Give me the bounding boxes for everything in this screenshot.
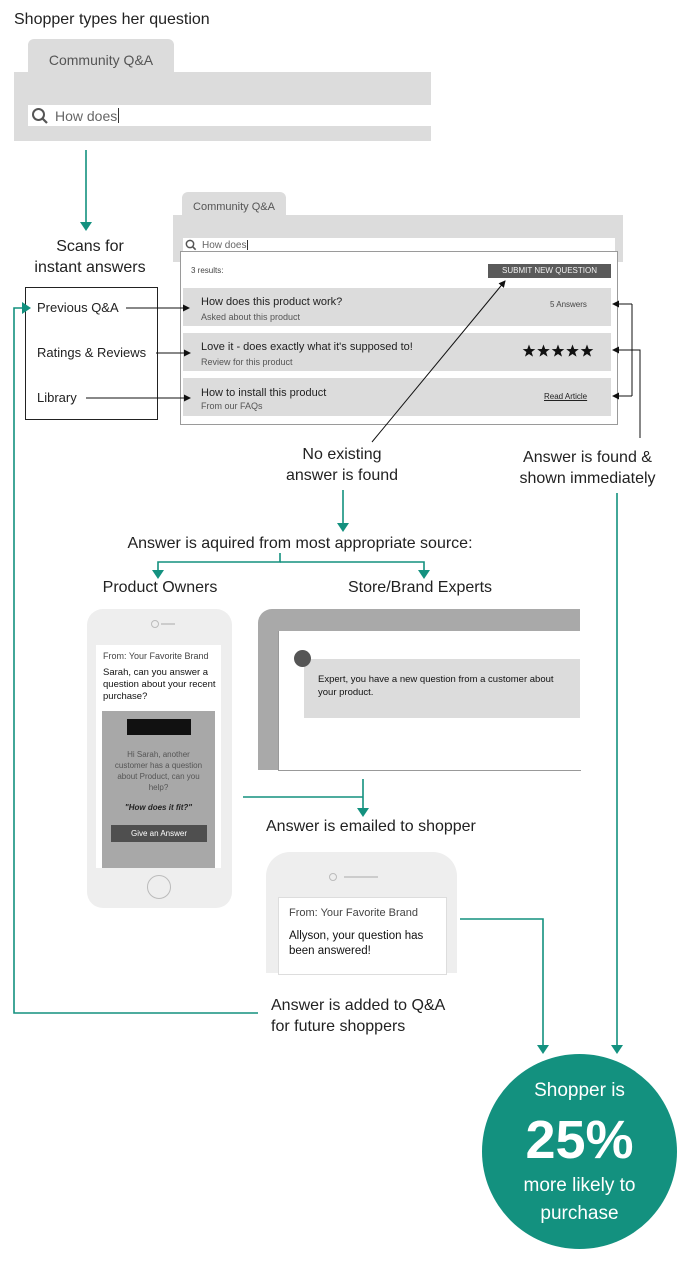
search-input-small[interactable]: How does: [183, 238, 615, 252]
expert-message: Expert, you have a new question from a c…: [318, 674, 554, 698]
result-line3: purchase: [540, 1203, 619, 1224]
arrow-icon: [80, 150, 92, 231]
result-percent: 25%: [525, 1110, 634, 1170]
search-icon: [32, 107, 48, 124]
result-subtitle: From our FAQs: [201, 401, 263, 411]
phone-camera: [329, 873, 337, 881]
customer-question: "How does it fit?": [124, 803, 193, 812]
result-title: How does this product work?: [201, 296, 343, 308]
result-title: Love it - does exactly what it's suppose…: [201, 341, 413, 353]
search-query-small: How does: [202, 239, 247, 251]
search-input[interactable]: How does: [28, 105, 431, 126]
added-label: Answer is added to Q&A for future shoppe…: [271, 997, 446, 1035]
read-article-link[interactable]: Read Article: [544, 392, 588, 401]
result-title: How to install this product: [201, 387, 327, 399]
email-body: Hi Sarah, another customer has a questio…: [114, 750, 203, 792]
email-from: From: Your Favorite Brand: [103, 651, 209, 661]
search-icon: [185, 239, 197, 251]
give-answer-button[interactable]: Give an Answer: [111, 825, 207, 842]
star-icon: [522, 344, 594, 357]
result-row-qa[interactable]: How does this product work? Asked about …: [183, 288, 611, 326]
acquire-heading: Answer is aquired from most appropriate …: [127, 535, 473, 552]
result-line1: Shopper is: [534, 1080, 625, 1101]
star-rating: [522, 344, 594, 358]
community-qa-tab-small[interactable]: Community Q&A: [182, 192, 286, 218]
brand-logo: [127, 719, 191, 735]
result-subtitle: Review for this product: [201, 357, 293, 367]
expert-notification: Expert, you have a new question from a c…: [304, 659, 580, 718]
phone-speaker: [344, 876, 378, 878]
text-cursor: [247, 240, 249, 250]
result-row-review[interactable]: Love it - does exactly what it's suppose…: [183, 333, 611, 371]
phone-camera: [151, 620, 159, 628]
search-query: How does: [55, 107, 118, 124]
search-widget: How does: [14, 72, 431, 141]
result-line2: more likely to: [523, 1175, 636, 1196]
source-library: Library: [37, 390, 77, 405]
text-cursor: [118, 108, 120, 123]
emailed-label: Answer is emailed to shopper: [266, 818, 476, 835]
results-count: 3 results:: [191, 266, 224, 275]
source-previous-qa: Previous Q&A: [37, 300, 119, 315]
brand-experts-label: Store/Brand Experts: [347, 579, 493, 596]
phone-home-button[interactable]: [147, 875, 171, 899]
answer-count: 5 Answers: [550, 300, 587, 309]
email-message: Allyson, your question has been answered…: [289, 930, 424, 957]
source-ratings-reviews: Ratings & Reviews: [37, 345, 147, 360]
phone-speaker: [161, 623, 175, 625]
no-answer-label: No existing answer is found: [285, 446, 399, 484]
page-title: Shopper types her question: [14, 11, 210, 28]
arrow-icon: [337, 490, 349, 532]
answer-found-label: Answer is found & shown immediately: [519, 449, 656, 487]
submit-new-question-button[interactable]: SUBMIT NEW QUESTION: [488, 264, 611, 278]
owner-phone-screen: From: Your Favorite Brand Sarah, can you…: [96, 645, 221, 868]
email-from: From: Your Favorite Brand: [289, 907, 419, 919]
result-subtitle: Asked about this product: [201, 312, 301, 322]
notification-dot: [294, 650, 311, 667]
result-row-library[interactable]: How to install this product From our FAQ…: [183, 378, 611, 416]
email-card: Hi Sarah, another customer has a questio…: [102, 711, 215, 868]
shopper-phone-screen: From: Your Favorite Brand Allyson, your …: [278, 897, 447, 975]
product-owners-label: Product Owners: [102, 579, 218, 596]
result-circle: Shopper is 25% more likely to purchase: [482, 1054, 677, 1249]
scan-heading: Scans for instant answers: [34, 238, 146, 276]
email-message: Sarah, can you answer a question about y…: [103, 667, 216, 702]
community-qa-tab[interactable]: Community Q&A: [28, 39, 174, 73]
